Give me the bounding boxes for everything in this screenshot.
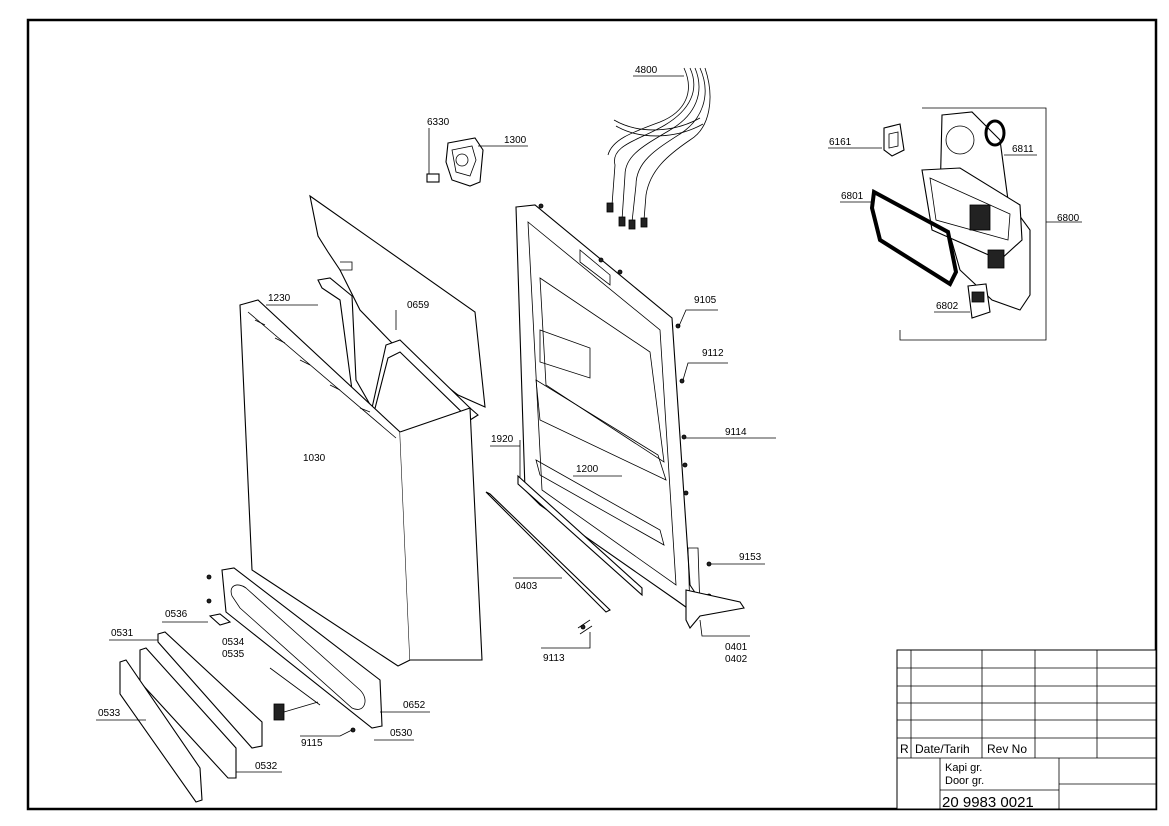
part-0533-decor-panel bbox=[119, 659, 203, 803]
label-9105: 9105 bbox=[694, 295, 717, 306]
label-1030: 1030 bbox=[303, 453, 326, 464]
title-block-date-header: Date/Tarih bbox=[915, 742, 970, 756]
part-0659-insulation-sheet bbox=[309, 194, 486, 408]
label-1230: 1230 bbox=[268, 293, 291, 304]
label-0533: 0533 bbox=[98, 708, 121, 719]
label-9114: 9114 bbox=[725, 427, 747, 438]
title-block-description-en: Door gr. bbox=[945, 775, 984, 787]
screw-markers bbox=[206, 203, 712, 733]
part-9115-connector bbox=[273, 701, 319, 721]
part-1300-bracket bbox=[445, 137, 528, 187]
part-9113-screws bbox=[577, 619, 593, 635]
part-6802-actuator bbox=[934, 283, 991, 319]
part-1030-outer-door-panel bbox=[239, 299, 483, 667]
part-6800-dispenser-group bbox=[899, 107, 1082, 341]
label-9112: 9112 bbox=[702, 348, 724, 359]
label-1300: 1300 bbox=[504, 135, 527, 146]
label-6802: 6802 bbox=[936, 301, 959, 312]
part-4800-wire-harness bbox=[606, 67, 711, 230]
label-9115: 9115 bbox=[301, 738, 323, 749]
label-0535: 0535 bbox=[222, 649, 245, 660]
label-6811: 6811 bbox=[1012, 144, 1034, 155]
part-0536-button bbox=[208, 613, 232, 626]
title-block-rev-header: Rev No bbox=[987, 742, 1027, 756]
part-0401-0402-hinge bbox=[685, 589, 745, 629]
label-6330: 6330 bbox=[427, 117, 450, 128]
label-6161: 6161 bbox=[829, 137, 852, 148]
label-1920: 1920 bbox=[491, 434, 514, 445]
label-0652: 0652 bbox=[403, 700, 426, 711]
label-0532: 0532 bbox=[255, 761, 278, 772]
label-0659: 0659 bbox=[407, 300, 430, 311]
part-1230-door-seal bbox=[317, 277, 479, 422]
label-0403: 0403 bbox=[515, 581, 538, 592]
label-9153: 9153 bbox=[739, 552, 762, 563]
label-1200: 1200 bbox=[576, 464, 599, 475]
drawing-frame bbox=[26, 18, 1158, 811]
part-6801-gasket bbox=[840, 188, 959, 287]
part-0403-side-strip bbox=[485, 491, 611, 613]
label-0402: 0402 bbox=[725, 654, 748, 665]
label-0534: 0534 bbox=[222, 637, 245, 648]
label-6800: 6800 bbox=[1057, 213, 1080, 224]
title-block-drawing-number: 20 9983 0021 bbox=[942, 794, 1034, 811]
title-block bbox=[896, 649, 1157, 810]
part-0531-front-cover bbox=[157, 631, 263, 749]
label-0531: 0531 bbox=[111, 628, 134, 639]
part-1200-inner-door bbox=[515, 204, 701, 613]
part-6811-seal-ring bbox=[984, 119, 1037, 156]
label-9113: 9113 bbox=[543, 653, 565, 664]
label-0401: 0401 bbox=[725, 642, 748, 653]
title-block-r-header: R bbox=[900, 742, 909, 756]
label-0530: 0530 bbox=[390, 728, 413, 739]
part-6161-latch bbox=[828, 123, 905, 157]
label-6801: 6801 bbox=[841, 191, 864, 202]
part-0652-control-panel bbox=[221, 567, 383, 729]
label-4800: 4800 bbox=[635, 65, 658, 76]
title-block-description-tr: Kapi gr. bbox=[945, 762, 982, 774]
label-0536: 0536 bbox=[165, 609, 188, 620]
part-6330-clip bbox=[426, 128, 440, 183]
